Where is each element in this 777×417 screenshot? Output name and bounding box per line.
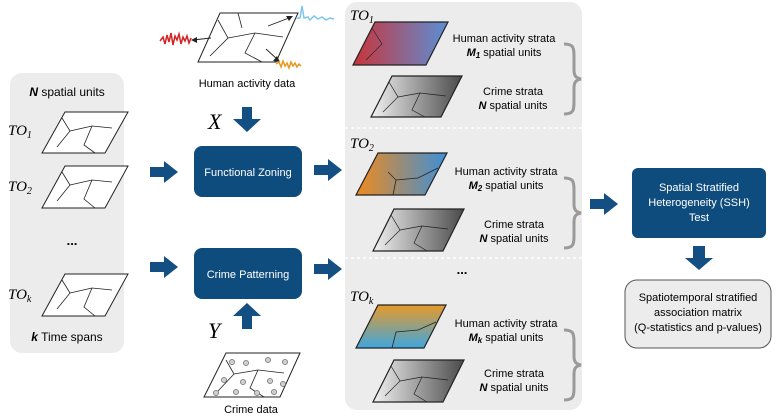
left-to-label-1: TO1 <box>8 123 32 141</box>
ha-units-label-1: M1 spatial units <box>467 47 542 60</box>
ssh-line-2: Heterogeneity (SSH) <box>648 197 750 209</box>
crime-patterning-label: Crime Patterning <box>207 269 290 281</box>
crime-strata-map-1 <box>370 75 463 118</box>
left-to-label-k: TOk <box>8 287 32 305</box>
brace-1 <box>563 42 582 116</box>
arrow-down-x <box>233 107 261 132</box>
left-panel-footer: k Time spans <box>31 330 102 344</box>
crime-strata-map-2 <box>372 208 465 252</box>
ha-strata-map-1 <box>352 21 449 66</box>
strata-to-label-2: TO2 <box>350 136 374 154</box>
crime-units-label-1: N spatial units <box>478 100 548 112</box>
result-line-1: Spatiotemporal stratified <box>639 292 758 304</box>
crime-strata-map-k <box>372 359 465 403</box>
ha-units-label-2: M2 spatial units <box>469 180 544 193</box>
arrow-right-crime-to-strata <box>314 258 342 280</box>
crime-patterning-box <box>194 248 302 299</box>
crime-units-label-2: N spatial units <box>479 233 549 245</box>
brace-2 <box>563 176 582 250</box>
strata-to-label-k: TOk <box>350 289 374 307</box>
arrow-right-to-ssh <box>590 193 618 215</box>
ha-strata-label-1: Human activity strata <box>453 33 557 45</box>
strata-to-label-1: TO1 <box>350 8 374 26</box>
result-line-2: association matrix <box>654 307 743 319</box>
left-map-1 <box>41 111 129 154</box>
result-line-3: (Q-statistics and p-values) <box>634 322 762 334</box>
functional-zoning-box <box>194 146 302 197</box>
orange-signal-icon <box>265 48 302 71</box>
arrow-right-to-crime-patterning <box>150 256 178 278</box>
x-variable-label: X <box>207 109 223 134</box>
left-map-k <box>41 273 129 317</box>
ssh-line-1: Spatial Stratified <box>659 182 739 194</box>
red-signal-icon <box>159 31 212 46</box>
left-panel-title: N spatial units <box>29 85 104 99</box>
ssh-line-3: Test <box>689 212 709 224</box>
ssh-test-box <box>632 168 766 238</box>
strata-ellipsis: ... <box>457 262 468 277</box>
crime-units-label-k: N spatial units <box>479 382 549 394</box>
arrow-right-to-functional-zoning <box>150 161 178 183</box>
human-activity-label: Human activity data <box>199 78 296 90</box>
crime-data-map <box>203 352 301 398</box>
left-to-label-2: TO2 <box>8 179 32 197</box>
ha-strata-label-k: Human activity strata <box>455 318 559 330</box>
brace-k <box>563 328 582 402</box>
result-box <box>624 279 772 349</box>
ha-strata-map-k <box>355 304 447 349</box>
human-activity-map <box>197 12 299 63</box>
arrow-right-functional-to-strata <box>314 159 342 181</box>
ha-units-label-k: Mk spatial units <box>469 332 544 345</box>
functional-zoning-label: Functional Zoning <box>204 167 291 179</box>
left-ellipsis: ... <box>67 233 78 248</box>
arrow-down-to-result <box>685 246 713 270</box>
left-map-2 <box>41 165 129 209</box>
crime-strata-label-2: Crime strata <box>484 219 545 231</box>
arrow-up-y <box>233 303 261 329</box>
crime-strata-label-1: Crime strata <box>483 86 544 98</box>
crime-strata-label-k: Crime strata <box>484 368 545 380</box>
ha-strata-label-2: Human activity strata <box>455 166 559 178</box>
blue-signal-icon <box>267 5 335 27</box>
ha-strata-map-2 <box>355 152 448 196</box>
crime-data-label: Crime data <box>224 404 279 416</box>
y-variable-label: Y <box>208 318 223 343</box>
